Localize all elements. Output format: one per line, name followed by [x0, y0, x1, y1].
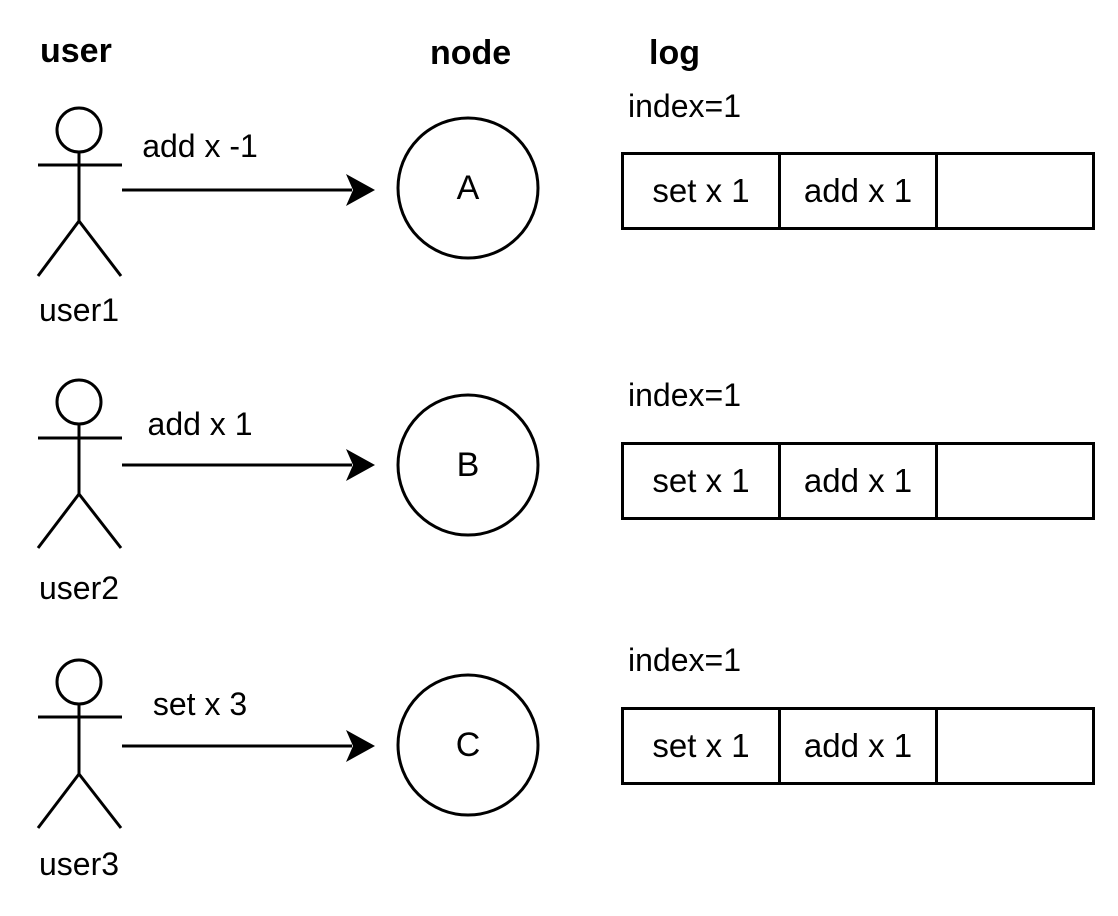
column-header-user: user — [40, 32, 112, 70]
log-table: set x 1 add x 1 — [621, 707, 1095, 785]
user-stick-figure-icon — [36, 106, 123, 277]
log-cell: set x 1 — [624, 155, 781, 227]
command-arrow-icon — [122, 449, 375, 481]
log-cell: set x 1 — [624, 710, 781, 782]
command-arrow-icon — [122, 730, 375, 762]
user-name-label: user1 — [38, 292, 120, 328]
command-arrow-icon — [122, 174, 375, 206]
node-label: C — [455, 726, 481, 764]
user-name-label: user2 — [38, 570, 120, 606]
log-cell — [938, 445, 1092, 517]
command-label: add x -1 — [142, 128, 258, 164]
log-cell — [938, 155, 1092, 227]
log-table: set x 1 add x 1 — [621, 152, 1095, 230]
user-name-label: user3 — [38, 846, 120, 882]
log-cell — [938, 710, 1092, 782]
command-label: add x 1 — [147, 406, 253, 442]
node-circle — [396, 393, 540, 537]
log-cell: add x 1 — [781, 710, 938, 782]
log-index-label: index=1 — [628, 642, 741, 678]
log-index-label: index=1 — [628, 88, 741, 124]
log-cell: add x 1 — [781, 155, 938, 227]
column-header-log: log — [649, 34, 700, 72]
log-cell: set x 1 — [624, 445, 781, 517]
node-circle — [396, 673, 540, 817]
user-stick-figure-icon — [36, 378, 123, 549]
log-index-label: index=1 — [628, 377, 741, 413]
log-table: set x 1 add x 1 — [621, 442, 1095, 520]
command-label: set x 3 — [152, 686, 248, 722]
node-circle — [396, 116, 540, 260]
log-cell: add x 1 — [781, 445, 938, 517]
column-header-node: node — [430, 34, 512, 72]
node-label: A — [456, 169, 480, 207]
user-stick-figure-icon — [36, 658, 123, 829]
node-label: B — [456, 446, 480, 484]
